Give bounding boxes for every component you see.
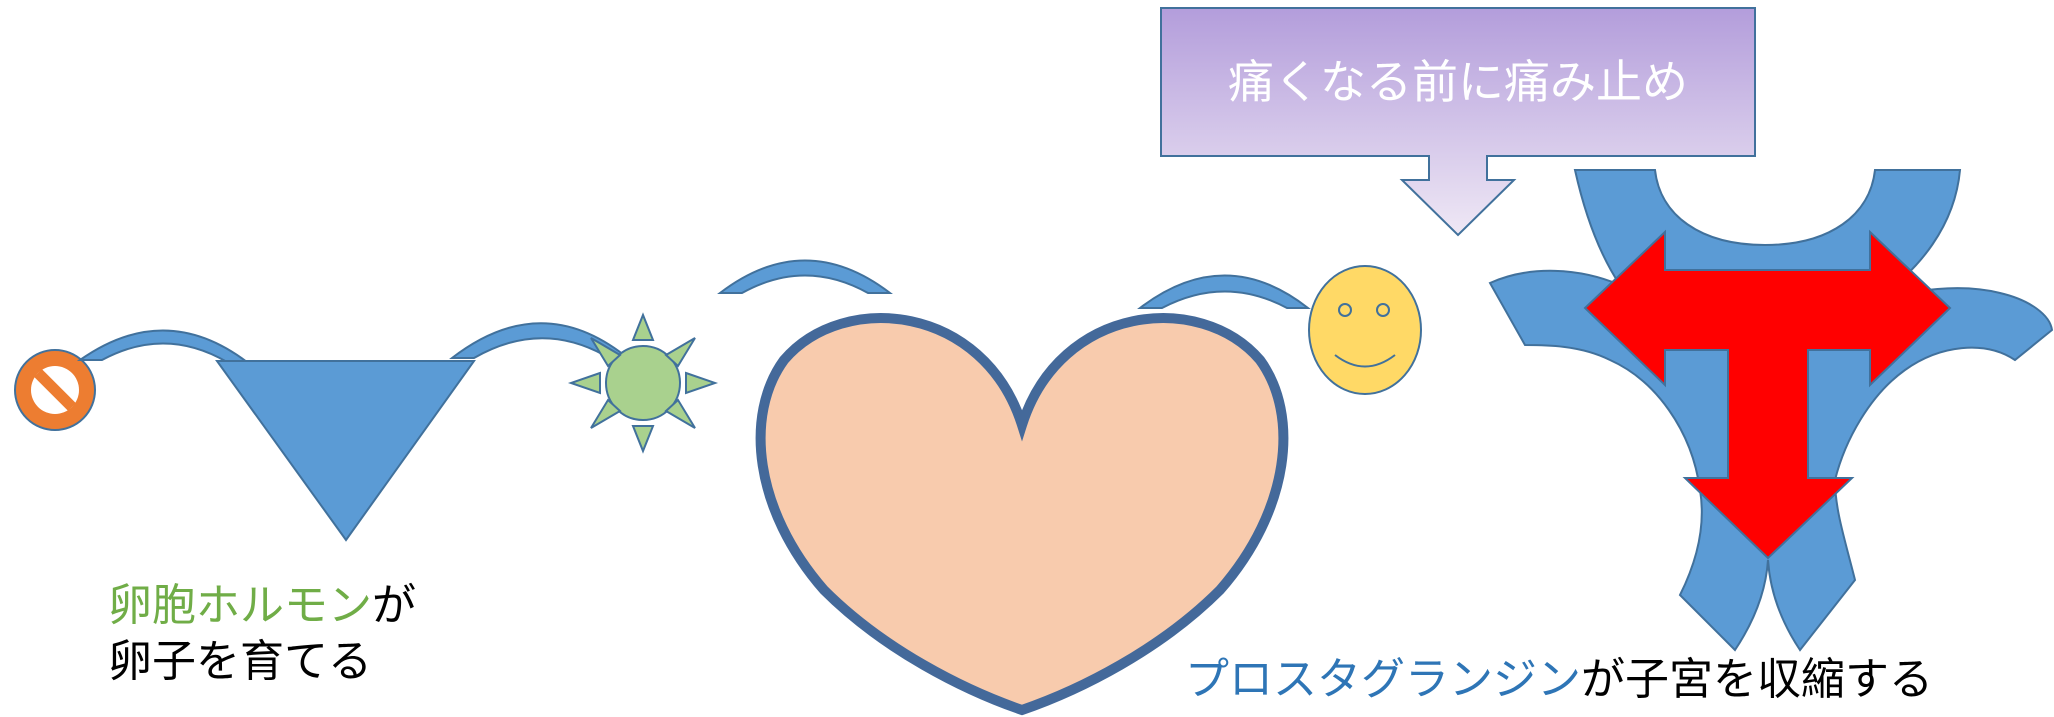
heart-shape [755, 313, 1289, 716]
prostaglandin-name: プロスタグランジン [1185, 654, 1581, 705]
prostaglandin-label: プロスタグランジンが子宮を収縮する [1185, 652, 1933, 708]
sun-icon [567, 312, 719, 454]
arc-shape-4 [1137, 274, 1311, 309]
smiley-face-icon [1308, 265, 1422, 395]
hormone-particle: が [372, 580, 416, 631]
uterus-contraction-text: が子宮を収縮する [1581, 654, 1933, 705]
no-symbol-icon [14, 349, 96, 431]
callout-box [1160, 7, 1756, 237]
arc-shape-1 [76, 329, 250, 363]
callout-text: 痛くなる前に痛み止め [1228, 55, 1688, 109]
ovarian-hormone-label: 卵胞ホルモンが [108, 578, 416, 634]
t-arrow-icon [1583, 229, 1952, 560]
hormone-name: 卵胞ホルモン [108, 580, 372, 631]
arc-shape-3 [717, 259, 893, 294]
triangle-shape [215, 360, 476, 542]
arc-shape-2 [449, 322, 627, 359]
egg-growth-label: 卵子を育てる [108, 636, 372, 687]
